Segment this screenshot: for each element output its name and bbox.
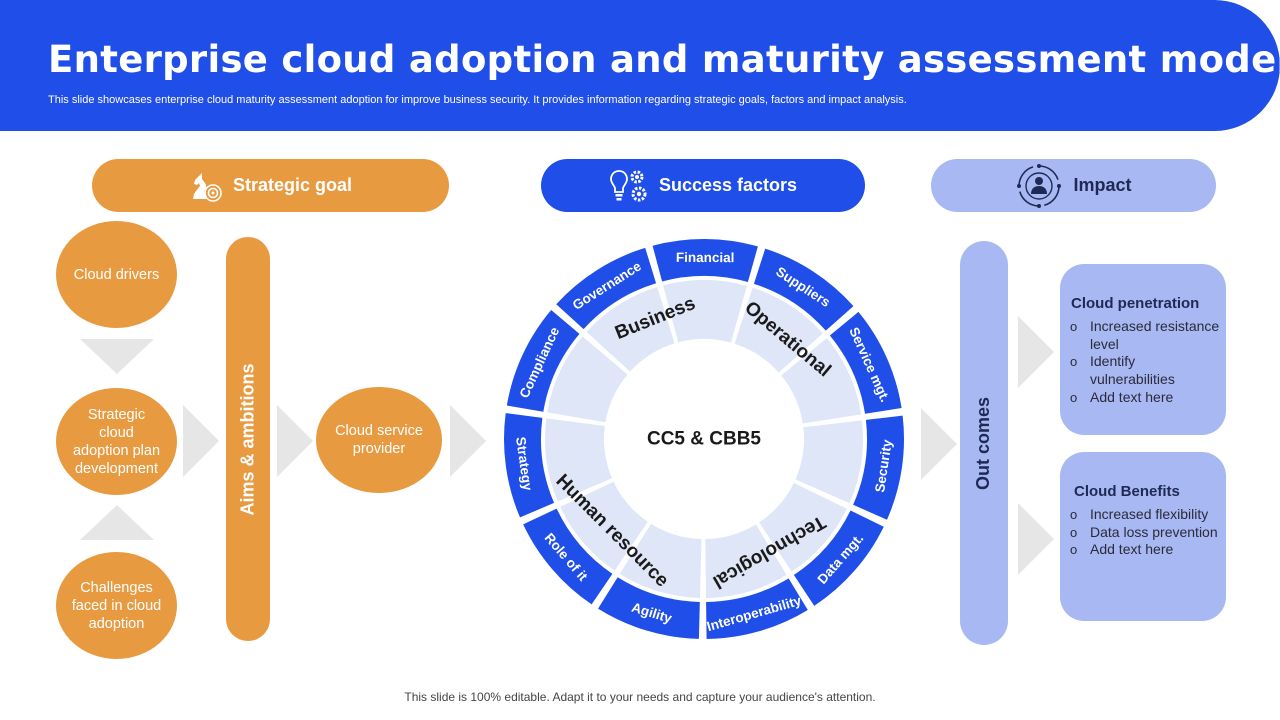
down-arrow xyxy=(80,339,154,374)
wheel-outer-segment xyxy=(523,508,613,605)
right-arrow xyxy=(183,405,219,477)
up-arrow xyxy=(80,505,154,540)
success-factors-header: Success factors xyxy=(541,159,865,212)
wheel-outer-segment xyxy=(652,238,758,283)
right-arrow xyxy=(921,408,957,480)
right-arrow xyxy=(450,405,486,477)
wheel-outer-segment xyxy=(793,510,884,606)
list-item: Add text here xyxy=(1070,389,1220,407)
cloud-drivers-circle: Cloud drivers xyxy=(56,221,177,328)
list-item: Add text here xyxy=(1070,541,1220,559)
wheel-inner-segment xyxy=(705,524,787,598)
wheel-inner-segment xyxy=(619,523,702,598)
card-title: Cloud Benefits xyxy=(1074,483,1180,500)
cloud-benefits-card: Cloud Benefits Increased flexibility Dat… xyxy=(1060,452,1226,621)
wheel-outer-segment xyxy=(598,577,700,639)
page-subtitle: This slide showcases enterprise cloud ma… xyxy=(48,94,907,106)
challenges-circle: Challenges faced in cloud adoption xyxy=(56,552,177,659)
challenges-line: adoption xyxy=(88,615,145,632)
success-factors-label: Success factors xyxy=(658,175,798,195)
wheel-outer-segment xyxy=(506,309,580,412)
challenges-line: faced in cloud xyxy=(71,597,162,614)
right-arrow xyxy=(1018,503,1054,575)
wheel-segment-label: Strategy xyxy=(513,436,535,492)
right-arrow xyxy=(277,405,313,477)
right-arrow xyxy=(1018,316,1054,388)
wheel-center xyxy=(606,341,802,537)
cloud-drivers-label: Cloud drivers xyxy=(73,266,160,283)
card-list: Increased resistance level Identify vuln… xyxy=(1070,318,1220,407)
wheel-outer-segment xyxy=(706,578,808,639)
card-list: Increased flexibility Data loss preventi… xyxy=(1070,506,1220,559)
list-item: Identify vulnerabilities xyxy=(1070,353,1220,388)
wheel-inner-segment xyxy=(795,420,863,504)
outcomes-bar: Out comes xyxy=(960,241,1008,645)
adoption-plan-line: Strategic xyxy=(87,406,146,423)
wheel-inner-segment xyxy=(586,287,675,372)
wheel-inner-segment xyxy=(663,279,747,343)
wheel-center-label: CC5 & CBB5 xyxy=(647,429,761,450)
lightbulb-gears-icon xyxy=(610,169,647,201)
outcomes-label: Out comes xyxy=(973,396,994,490)
cloud-penetration-card: Cloud penetration Increased resistance l… xyxy=(1060,264,1226,435)
provider-line: provider xyxy=(352,441,406,457)
wheel-outer-segment xyxy=(829,311,902,414)
wheel-inner-segment xyxy=(544,418,613,502)
person-cycle-icon xyxy=(1017,163,1062,208)
adoption-plan-line: cloud xyxy=(99,424,134,441)
list-item: Increased resistance level xyxy=(1070,318,1220,353)
aims-ambitions-bar: Aims & ambitions xyxy=(226,237,270,641)
impact-label: Impact xyxy=(1073,175,1132,195)
adoption-plan-line: adoption plan xyxy=(72,442,161,459)
chess-knight-target-icon xyxy=(192,172,222,202)
adoption-plan-line: development xyxy=(74,460,158,477)
list-item: Increased flexibility xyxy=(1070,506,1220,524)
challenges-line: Challenges xyxy=(80,579,153,596)
wheel-outer-segment xyxy=(556,247,657,330)
wheel-inner-segment xyxy=(759,482,847,572)
wheel-segment-label: Financial xyxy=(676,250,735,265)
provider-line: Cloud service xyxy=(335,423,423,439)
adoption-plan-circle: Strategic cloud adoption plan developmen… xyxy=(56,388,177,495)
footer-note: This slide is 100% editable. Adapt it to… xyxy=(404,690,876,704)
wheel-outer-segment xyxy=(853,415,904,520)
wheel-outer-segment xyxy=(753,248,854,331)
cloud-service-provider-circle: Cloud service provider xyxy=(316,387,442,493)
header-banner: Enterprise cloud adoption and maturity a… xyxy=(0,0,1280,131)
impact-header: Impact xyxy=(931,159,1216,212)
wheel-inner-segment xyxy=(781,337,862,424)
page-title: Enterprise cloud adoption and maturity a… xyxy=(48,38,1280,81)
wheel-outer-segment xyxy=(504,413,555,518)
wheel-inner-segment xyxy=(560,481,648,571)
strategic-goal-header: Strategic goal xyxy=(92,159,449,212)
strategic-goal-label: Strategic goal xyxy=(232,175,353,195)
card-title: Cloud penetration xyxy=(1071,295,1200,312)
wheel-inner-segment xyxy=(734,287,823,373)
list-item: Data loss prevention xyxy=(1070,524,1220,542)
wheel-inner-segment xyxy=(547,336,628,423)
